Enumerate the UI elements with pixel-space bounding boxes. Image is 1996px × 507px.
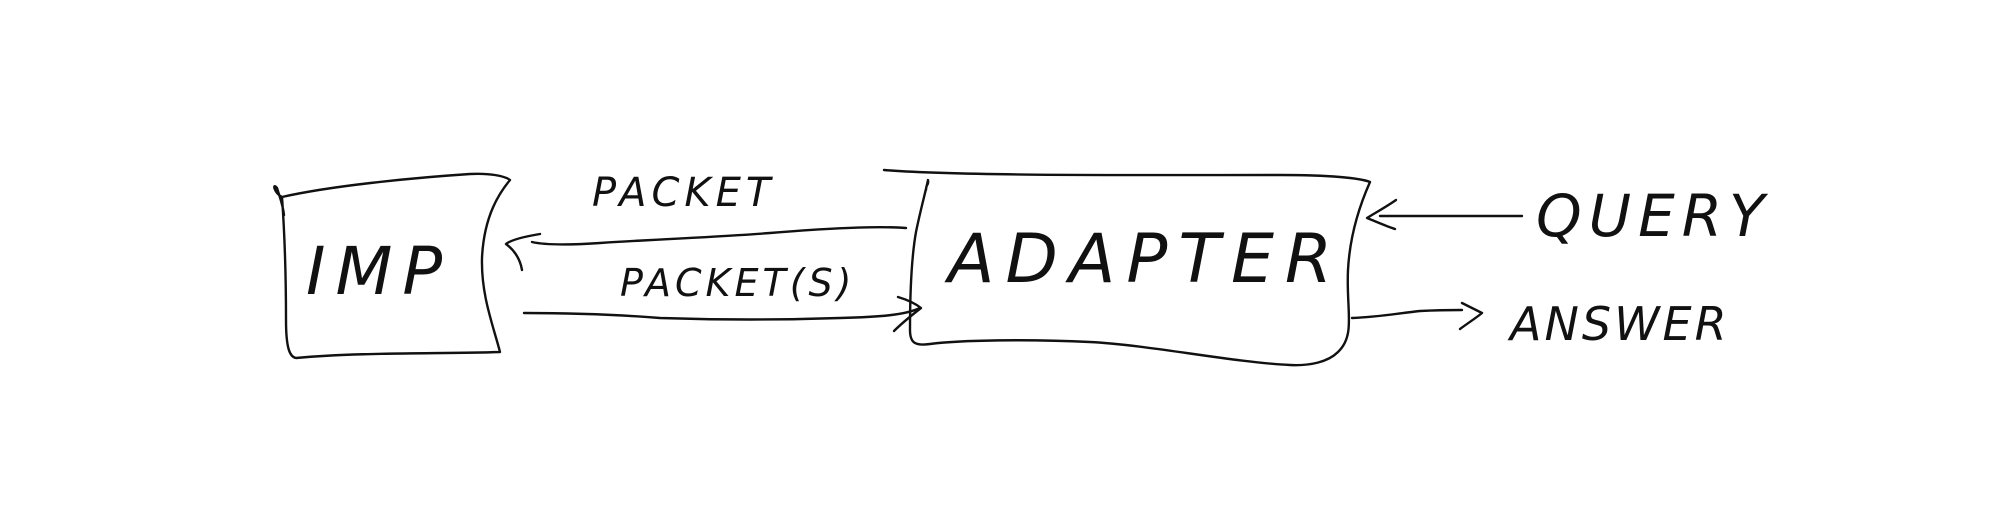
packet-in-line xyxy=(530,226,908,246)
query-arrowhead-icon xyxy=(1365,198,1398,231)
packets-out-label: PACKET(S) xyxy=(620,261,855,305)
imp-node: IMP xyxy=(273,172,512,360)
packet-in-edge: PACKET xyxy=(504,170,908,272)
imp-label: IMP xyxy=(306,233,452,310)
packet-in-arrowhead-icon xyxy=(504,232,542,272)
answer-label: ANSWER xyxy=(1507,297,1730,351)
adapter-label: ADAPTER xyxy=(944,220,1343,299)
answer-line xyxy=(1350,308,1464,320)
query-edge: QUERY xyxy=(1365,182,1771,250)
answer-edge: ANSWER xyxy=(1350,297,1730,351)
packets-out-line xyxy=(522,306,922,321)
packets-out-edge: PACKET(S) xyxy=(522,261,923,333)
answer-arrowhead-icon xyxy=(1458,301,1484,331)
packets-out-arrowhead-icon xyxy=(892,295,923,333)
adapter-box xyxy=(882,168,1372,367)
adapter-node: ADAPTER xyxy=(882,168,1372,367)
imp-box xyxy=(273,172,512,360)
query-label: QUERY xyxy=(1536,182,1771,250)
packet-in-label: PACKET xyxy=(592,170,775,216)
